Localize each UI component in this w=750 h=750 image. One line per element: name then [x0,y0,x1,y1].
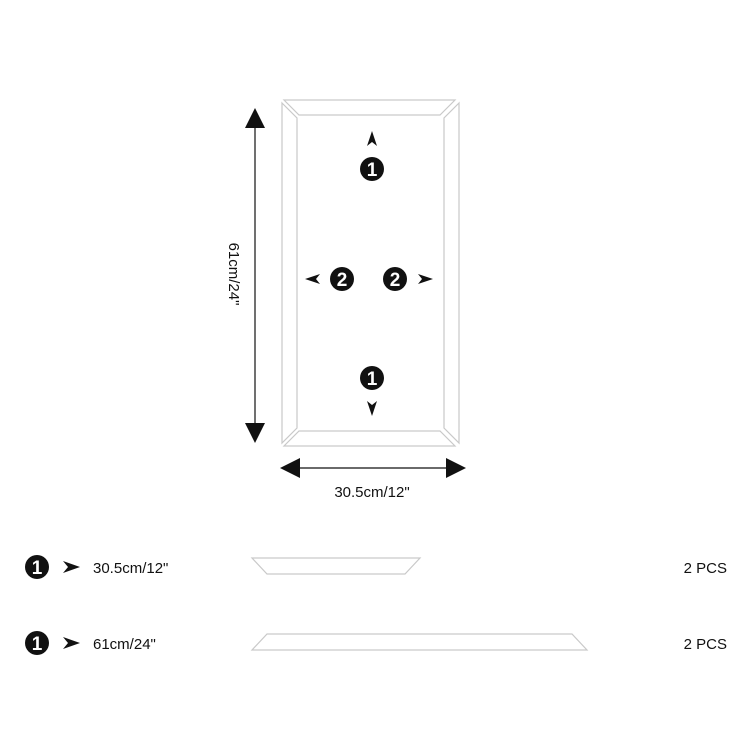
number-badge-icon [360,366,384,390]
marker-left: 2 [305,267,354,291]
short-strip-illustration [250,557,422,575]
marker-bottom: 1 [360,366,384,416]
height-dimension: 61cm/24" [225,108,265,443]
number-badge-icon [383,267,407,291]
part-number: 1 [32,634,43,655]
marker-top: 1 [360,131,384,181]
arrow-right-icon [446,458,466,478]
number-badge-icon [25,631,49,655]
pointer-right-icon [63,561,80,573]
parts-row-long: 1 61cm/24" 2 PCS [25,631,727,655]
arrow-up-icon [245,108,265,128]
part-size: 30.5cm/12" [93,560,168,577]
pointer-right-icon [418,274,433,284]
part-quantity: 2 PCS [684,560,727,577]
number-badge-icon [360,157,384,181]
number-badge-icon [25,555,49,579]
pointer-right-icon [63,637,80,649]
pointer-up-icon [367,131,377,146]
width-dimension: 30.5cm/12" [280,458,466,501]
width-label: 30.5cm/12" [334,484,409,501]
marker-bottom-number: 1 [367,369,378,390]
long-strip-illustration [250,633,589,651]
frame-bottom-strip [282,430,457,447]
pointer-left-icon [305,274,320,284]
parts-row-short: 1 30.5cm/12" 2 PCS [25,555,727,579]
frame-right-strip [443,101,460,445]
height-label: 61cm/24" [225,243,242,306]
marker-left-number: 2 [337,270,348,291]
pointer-down-icon [367,401,377,416]
arrow-left-icon [280,458,300,478]
part-size: 61cm/24" [93,636,156,653]
marker-top-number: 1 [367,160,378,181]
frame-outline [281,99,460,447]
frame-top-strip [282,99,457,116]
frame-left-strip [281,101,298,445]
part-quantity: 2 PCS [684,636,727,653]
number-badge-icon [330,267,354,291]
marker-right-number: 2 [390,270,401,291]
part-number: 1 [32,558,43,579]
arrow-down-icon [245,423,265,443]
marker-right: 2 [383,267,433,291]
